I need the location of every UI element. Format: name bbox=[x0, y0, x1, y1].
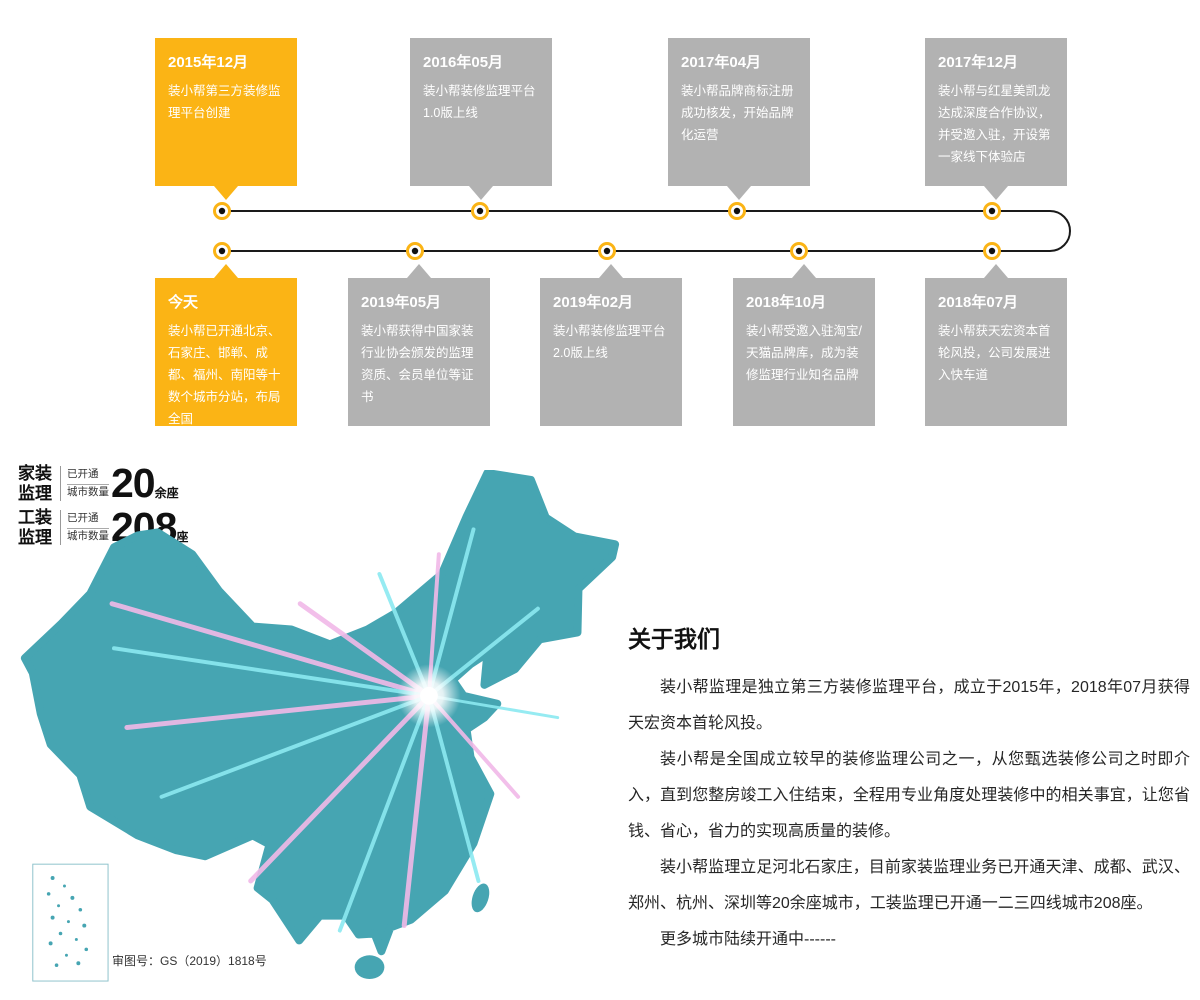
card-pointer-icon bbox=[214, 264, 238, 278]
card-text: 装小帮获得中国家装行业协会颁发的监理资质、会员单位等证书 bbox=[361, 324, 474, 404]
card-date: 2019年05月 bbox=[361, 294, 442, 311]
stat-row-home-supervision: 家装监理 已开通 城市数量 20 余座 bbox=[18, 460, 188, 507]
stat-label: 工装监理 bbox=[18, 508, 52, 547]
about-paragraph: 装小帮监理是独立第三方装修监理平台，成立于2015年，2018年07月获得天宏资… bbox=[628, 679, 1190, 732]
timeline-card-2015-12: 2015年12月 装小帮第三方装修监理平台创建 bbox=[155, 38, 297, 200]
about-section: 关于我们 装小帮监理是独立第三方装修监理平台，成立于2015年，2018年07月… bbox=[628, 620, 1190, 958]
card-pointer-icon bbox=[984, 264, 1008, 278]
about-title: 关于我们 bbox=[628, 626, 720, 652]
stat-sublabel: 已开通 城市数量 bbox=[67, 468, 109, 498]
card-date: 2017年12月 bbox=[938, 54, 1019, 71]
stat-unit: 座 bbox=[176, 530, 189, 545]
card-date: 2017年04月 bbox=[681, 54, 762, 71]
card-text: 装小帮装修监理平台1.0版上线 bbox=[423, 84, 536, 120]
card-date: 2018年10月 bbox=[746, 294, 827, 311]
timeline-card-today: 今天 装小帮已开通北京、石家庄、邯郸、成都、福州、南阳等十数个城市分站，布局全国 bbox=[155, 264, 297, 426]
stat-value: 20 bbox=[111, 460, 156, 507]
timeline-nodes bbox=[213, 202, 1001, 260]
card-text: 装小帮获天宏资本首轮风投，公司发展进入快车道 bbox=[938, 324, 1051, 382]
taiwan-island-shape bbox=[471, 883, 490, 913]
about-paragraph: 更多城市陆续开通中------ bbox=[660, 931, 836, 948]
card-date: 今天 bbox=[168, 294, 199, 311]
card-text: 装小帮品牌商标注册成功核发，开始品牌化运营 bbox=[681, 84, 794, 142]
about-paragraph: 装小帮是全国成立较早的装修监理公司之一，从您甄选装修公司之时即介入，直到您整房竣… bbox=[628, 751, 1190, 840]
card-text: 装小帮第三方装修监理平台创建 bbox=[168, 84, 281, 120]
timeline-card-2016-05: 2016年05月 装小帮装修监理平台1.0版上线 bbox=[410, 38, 552, 200]
card-pointer-icon bbox=[599, 264, 623, 278]
card-text: 装小帮装修监理平台2.0版上线 bbox=[553, 324, 666, 360]
about-paragraph: 装小帮监理立足河北石家庄，目前家装监理业务已开通天津、成都、武汉、郑州、杭州、深… bbox=[628, 859, 1190, 912]
card-pointer-icon bbox=[214, 186, 238, 200]
card-pointer-icon bbox=[469, 186, 493, 200]
card-date: 2016年05月 bbox=[423, 54, 504, 71]
card-date: 2015年12月 bbox=[168, 54, 249, 71]
south-china-sea-inset bbox=[32, 863, 109, 982]
stat-label: 家装监理 bbox=[18, 464, 52, 503]
card-pointer-icon bbox=[407, 264, 431, 278]
card-text: 装小帮与红星美凯龙达成深度合作协议，并受邀入驻，开设第一家线下体验店 bbox=[938, 84, 1051, 164]
china-map bbox=[20, 470, 620, 982]
timeline-card-2019-02: 2019年02月 装小帮装修监理平台2.0版上线 bbox=[540, 264, 682, 426]
timeline-card-2018-10: 2018年10月 装小帮受邀入驻淘宝/天猫品牌库，成为装修监理行业知名品牌 bbox=[733, 264, 875, 426]
timeline-path bbox=[222, 210, 1071, 252]
stat-sublabel: 已开通 城市数量 bbox=[67, 512, 109, 542]
timeline-card-2019-05: 2019年05月 装小帮获得中国家装行业协会颁发的监理资质、会员单位等证书 bbox=[348, 264, 490, 426]
divider bbox=[60, 466, 61, 502]
rays-center-dot bbox=[420, 686, 438, 705]
stat-unit: 余座 bbox=[154, 486, 179, 501]
hainan-island-shape bbox=[354, 955, 385, 980]
card-text: 装小帮受邀入驻淘宝/天猫品牌库，成为装修监理行业知名品牌 bbox=[746, 324, 862, 382]
timeline-graphic bbox=[213, 202, 1071, 260]
card-pointer-icon bbox=[984, 186, 1008, 200]
card-pointer-icon bbox=[727, 186, 751, 200]
divider bbox=[60, 510, 61, 546]
timeline-card-2017-12: 2017年12月 装小帮与红星美凯龙达成深度合作协议，并受邀入驻，开设第一家线下… bbox=[925, 38, 1067, 200]
card-text: 装小帮已开通北京、石家庄、邯郸、成都、福州、南阳等十数个城市分站，布局全国 bbox=[168, 324, 281, 426]
card-date: 2018年07月 bbox=[938, 294, 1019, 311]
map-license-number: 审图号：GS（2019）1818号 bbox=[112, 954, 267, 968]
timeline-card-2018-07: 2018年07月 装小帮获天宏资本首轮风投，公司发展进入快车道 bbox=[925, 264, 1067, 426]
card-pointer-icon bbox=[792, 264, 816, 278]
timeline-card-2017-04: 2017年04月 装小帮品牌商标注册成功核发，开始品牌化运营 bbox=[668, 38, 810, 200]
card-date: 2019年02月 bbox=[553, 294, 634, 311]
